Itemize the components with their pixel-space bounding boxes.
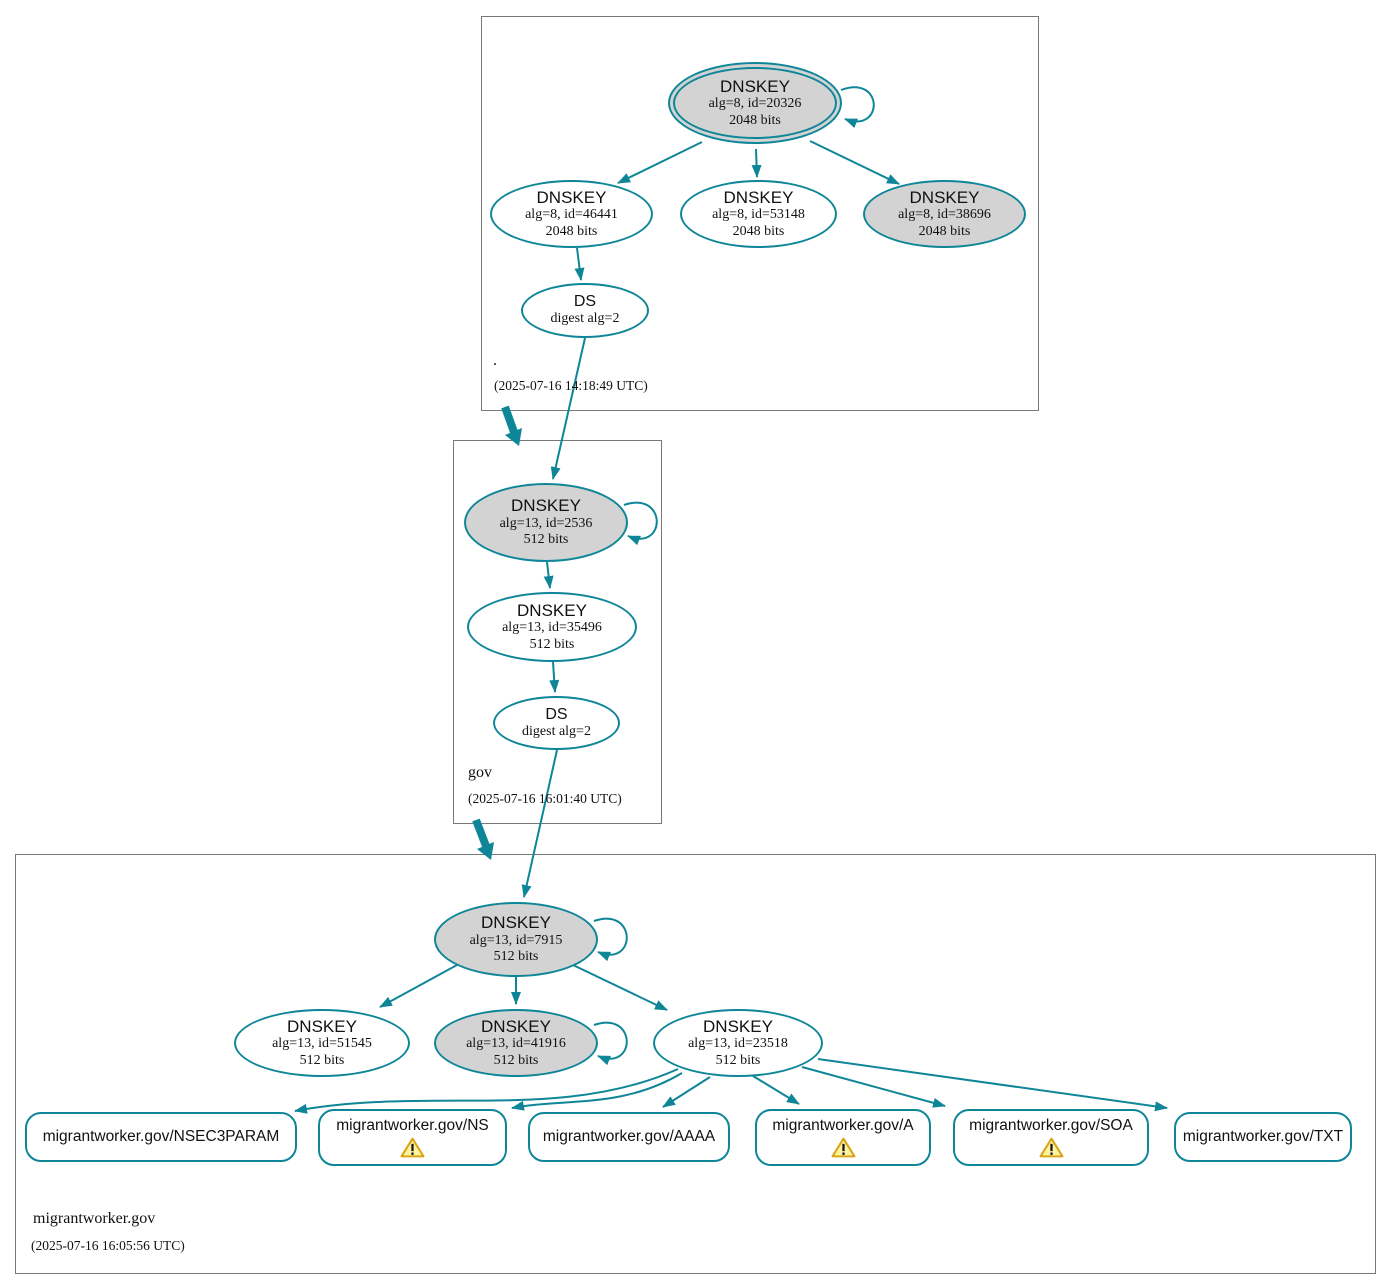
rrset-aaaa: migrantworker.gov/AAAA <box>528 1112 730 1162</box>
ds-node-root: DS digest alg=2 <box>521 283 649 338</box>
zone-timestamp-migrantworker: (2025-07-16 16:05:56 UTC) <box>31 1238 185 1253</box>
node-type: DS <box>545 705 568 723</box>
dnskey-node-41916: DNSKEY alg=13, id=41916 512 bits <box>434 1009 598 1077</box>
node-type: DNSKEY <box>536 187 607 207</box>
node-type: DNSKEY <box>481 913 551 933</box>
rrset-label: migrantworker.gov/A <box>772 1117 914 1135</box>
dnskey-node-2536: DNSKEY alg=13, id=2536 512 bits <box>464 483 628 562</box>
zone-box-migrantworker <box>15 854 1376 1274</box>
dnskey-node-23518: DNSKEY alg=13, id=23518 512 bits <box>653 1009 823 1077</box>
node-detail: alg=13, id=41916 <box>466 1036 566 1052</box>
node-bits: 512 bits <box>529 636 575 652</box>
node-type: DNSKEY <box>287 1016 357 1036</box>
zone-box-root <box>481 16 1039 411</box>
node-bits: 2048 bits <box>732 223 785 239</box>
rrset-soa: migrantworker.gov/SOA <box>953 1109 1149 1166</box>
dnskey-node-38696: DNSKEY alg=8, id=38696 2048 bits <box>863 180 1026 248</box>
rrset-label: migrantworker.gov/NS <box>336 1117 489 1135</box>
rrset-nsec3param: migrantworker.gov/NSEC3PARAM <box>25 1112 297 1162</box>
node-detail: alg=8, id=46441 <box>525 207 618 223</box>
node-bits: 2048 bits <box>729 112 781 128</box>
node-type: DNSKEY <box>481 1016 551 1036</box>
rrset-label: migrantworker.gov/SOA <box>969 1117 1133 1135</box>
zone-timestamp-root: (2025-07-16 14:18:49 UTC) <box>494 378 648 393</box>
node-type: DS <box>573 293 597 311</box>
zone-timestamp-gov: (2025-07-16 16:01:40 UTC) <box>468 791 622 806</box>
node-type: DNSKEY <box>723 187 794 207</box>
node-bits: 512 bits <box>299 1052 345 1068</box>
node-detail: alg=8, id=53148 <box>712 207 805 223</box>
node-detail: alg=13, id=51545 <box>272 1036 372 1052</box>
rrset-label: migrantworker.gov/NSEC3PARAM <box>42 1128 280 1146</box>
node-detail: alg=13, id=23518 <box>688 1036 788 1052</box>
ds-node-gov: DS digest alg=2 <box>493 696 620 750</box>
node-type: DNSKEY <box>703 1016 773 1036</box>
node-bits: 2048 bits <box>918 223 971 239</box>
node-bits: 2048 bits <box>545 223 598 239</box>
zone-label-migrantworker: migrantworker.gov <box>33 1210 156 1227</box>
dnskey-node-35496: DNSKEY alg=13, id=35496 512 bits <box>467 592 637 662</box>
zone-label-gov: gov <box>468 764 492 781</box>
rrset-a: migrantworker.gov/A <box>755 1109 931 1166</box>
node-type: DNSKEY <box>511 496 581 516</box>
node-detail: alg=8, id=20326 <box>708 96 802 112</box>
dnskey-node-20326: DNSKEY alg=8, id=20326 2048 bits <box>668 62 842 144</box>
warning-icon <box>831 1137 856 1158</box>
node-type: DNSKEY <box>720 76 790 96</box>
node-detail: alg=13, id=35496 <box>502 620 602 636</box>
dnskey-node-46441: DNSKEY alg=8, id=46441 2048 bits <box>490 180 653 248</box>
dnskey-node-53148: DNSKEY alg=8, id=53148 2048 bits <box>680 180 837 248</box>
node-bits: 512 bits <box>715 1052 761 1068</box>
rrset-ns: migrantworker.gov/NS <box>318 1109 507 1166</box>
node-detail: alg=13, id=2536 <box>499 515 593 531</box>
node-detail: alg=13, id=7915 <box>469 932 563 948</box>
warning-icon <box>1039 1137 1064 1158</box>
rrset-label: migrantworker.gov/TXT <box>1182 1128 1344 1146</box>
rrset-txt: migrantworker.gov/TXT <box>1174 1112 1352 1162</box>
warning-icon <box>400 1137 425 1158</box>
dnskey-node-7915: DNSKEY alg=13, id=7915 512 bits <box>434 902 598 977</box>
node-type: DNSKEY <box>517 600 587 620</box>
node-detail: digest alg=2 <box>522 723 591 739</box>
node-detail: digest alg=2 <box>550 311 620 327</box>
zone-label-root: . <box>493 352 497 369</box>
node-bits: 512 bits <box>493 949 539 965</box>
node-bits: 512 bits <box>523 532 569 548</box>
node-bits: 512 bits <box>493 1052 539 1068</box>
node-type: DNSKEY <box>909 187 980 207</box>
rrset-label: migrantworker.gov/AAAA <box>542 1128 716 1146</box>
node-detail: alg=8, id=38696 <box>898 207 991 223</box>
dnskey-node-51545: DNSKEY alg=13, id=51545 512 bits <box>234 1009 410 1077</box>
